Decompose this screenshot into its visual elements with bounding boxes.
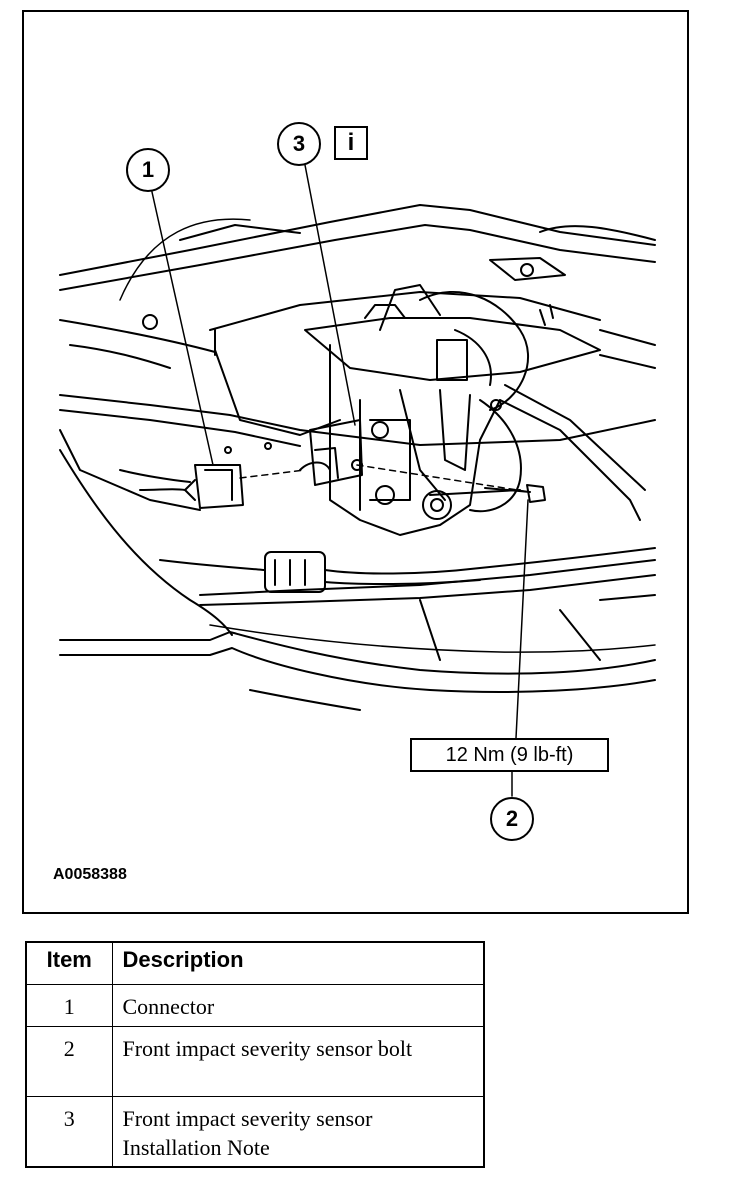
- legend-row: 1 Connector: [25, 983, 485, 1027]
- legend-row: 3 Front impact severity sensor Installat…: [25, 1095, 485, 1167]
- sensor-installation-illustration: [59, 164, 656, 797]
- legend-item-number: 3: [25, 1095, 113, 1167]
- legend-item-description: Front impact severity sensor bolt: [111, 1025, 485, 1097]
- info-icon: i: [334, 126, 368, 160]
- callout-2: 2: [490, 797, 534, 841]
- legend-item-number: 2: [25, 1025, 113, 1097]
- legend-header-description: Description: [111, 941, 485, 985]
- figure-id-label: A0058388: [53, 866, 127, 883]
- legend-header-item: Item: [25, 941, 113, 985]
- legend-item-description: Front impact severity sensor Installatio…: [111, 1095, 485, 1167]
- callout-1: 1: [126, 148, 170, 192]
- callout-3: 3: [277, 122, 321, 166]
- legend-header-row: Item Description: [25, 941, 485, 985]
- front-impact-severity-sensor: [299, 419, 546, 503]
- bumper-fascia: [59, 449, 656, 711]
- legend-table: Item Description 1 Connector 2 Front imp…: [25, 941, 485, 1168]
- leader-lines: [151, 164, 529, 797]
- legend-row: 2 Front impact severity sensor bolt: [25, 1025, 485, 1097]
- upper-vehicle-structure: [59, 204, 656, 369]
- legend-item-number: 1: [25, 983, 113, 1027]
- legend-item-description: Connector: [111, 983, 485, 1027]
- hood-latch-assembly: [304, 284, 646, 536]
- torque-spec-label: 12 Nm (9 lb-ft): [410, 738, 609, 772]
